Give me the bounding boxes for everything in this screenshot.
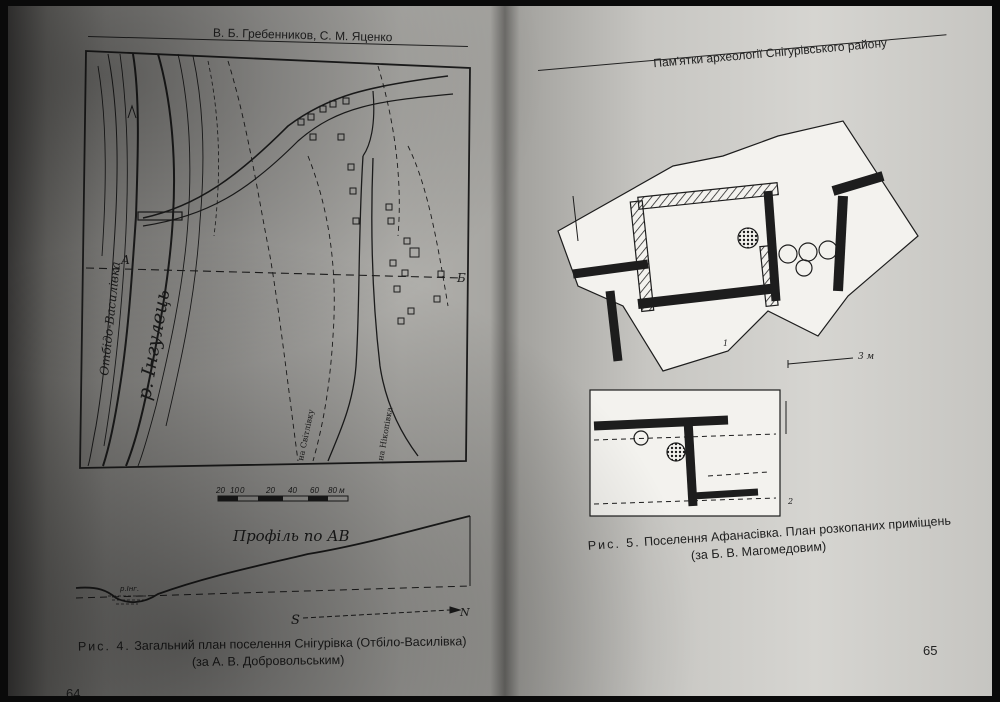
river-bank-left xyxy=(102,53,139,467)
profile-line-ab xyxy=(85,267,464,279)
figure-4-map: р. Інгулець Отбідо-Василівка А Б на Світ… xyxy=(75,50,471,628)
map-frame xyxy=(79,50,471,469)
profile-label-a: А xyxy=(120,253,130,267)
village-label: Отбідо-Василівка xyxy=(97,261,123,376)
open-book: В. Б. Гребенников, С. М. Яценко xyxy=(8,6,992,696)
profile-label-b: Б xyxy=(456,271,466,285)
road-main xyxy=(142,75,449,219)
plan-1 xyxy=(557,120,919,372)
left-page: В. Б. Гребенников, С. М. Яценко xyxy=(8,6,496,696)
direction-south: S xyxy=(291,613,300,628)
plan-1-number: 1 xyxy=(723,339,728,348)
scale-tick: 60 xyxy=(310,486,319,495)
scale-tick: 20 xyxy=(215,486,225,495)
caption-text: Загальний план поселення Снігурівка (Отб… xyxy=(134,634,467,653)
caption-lead: Рис. 4. xyxy=(77,638,131,654)
scale-tick: 40 xyxy=(288,486,297,495)
river-label: р. Інгулець xyxy=(133,288,174,402)
direction-arrow xyxy=(302,606,462,619)
figure-4-caption: Рис. 4. Загальний план поселення Снігурі… xyxy=(77,633,467,672)
scale-label: 3 м xyxy=(858,352,874,362)
scale-tick: 0 xyxy=(240,486,245,495)
right-page: Пам'ятки археології Снігурівського район… xyxy=(498,6,992,696)
profile-title: Профіль по АВ xyxy=(232,527,350,545)
plan-2-number: 2 xyxy=(787,497,793,506)
river-bank-right xyxy=(125,53,176,467)
scale-tick: 10 xyxy=(230,486,239,495)
page-number-right: 65 xyxy=(923,643,938,658)
scale-tick: 20 xyxy=(265,486,275,495)
scale-tick: 80 м xyxy=(328,486,345,495)
map-scale-bar: 20 10 0 20 40 60 80 м xyxy=(215,486,349,502)
page-number-left: 64 xyxy=(66,686,81,696)
road-south xyxy=(327,155,364,462)
profile-river-label: р.Інг. xyxy=(119,585,139,593)
direction-north: N xyxy=(459,606,470,619)
figure-5-plans: 1 3 м 2 xyxy=(557,120,919,517)
plan-2 xyxy=(589,389,787,517)
road-label-1: на Світлівку xyxy=(296,408,316,461)
road-label-2: на Нікопівка xyxy=(376,406,394,461)
profile-drawing xyxy=(75,515,471,605)
caption-lead: Рис. 5. xyxy=(587,535,642,553)
